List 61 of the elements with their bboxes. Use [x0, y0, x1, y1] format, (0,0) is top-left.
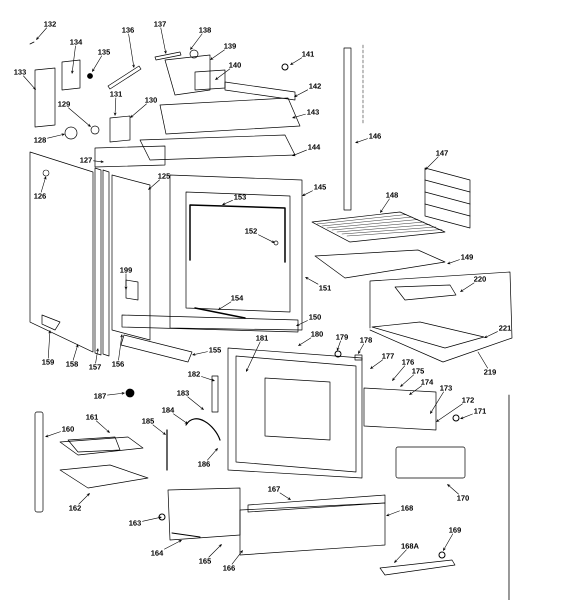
leader-line — [258, 234, 275, 243]
leader-line — [305, 277, 318, 284]
leader-line — [294, 90, 308, 97]
leader-line — [355, 138, 368, 144]
leader-line — [478, 352, 488, 368]
leader-line — [47, 133, 65, 139]
leader-line — [394, 550, 407, 563]
leader-line — [40, 176, 46, 192]
leader-line — [290, 58, 302, 65]
leader-line — [298, 338, 312, 346]
leader-line — [430, 392, 444, 414]
leader-line — [443, 534, 454, 551]
leader-line — [152, 424, 166, 435]
leader-line — [36, 28, 47, 40]
leader-line — [210, 50, 225, 60]
leader-line — [222, 200, 233, 205]
leader-line — [292, 150, 307, 156]
leader-line — [296, 320, 308, 326]
leader-line — [460, 414, 473, 420]
leader-line — [164, 540, 182, 550]
leader-line — [208, 544, 222, 558]
leader-line — [336, 340, 341, 351]
leader-line — [425, 156, 439, 170]
leader-line — [190, 34, 202, 50]
leader-line — [160, 28, 167, 54]
leader-line — [246, 342, 260, 372]
leader-line — [358, 344, 364, 354]
leader-line — [280, 492, 291, 500]
leader-line — [215, 68, 230, 80]
leader-line — [392, 366, 406, 381]
leader-line — [95, 348, 99, 364]
leader-line — [447, 484, 459, 494]
leader-line — [72, 344, 78, 360]
leader-line — [192, 351, 208, 356]
leader-line — [78, 493, 90, 504]
leader-line — [107, 392, 125, 396]
leader-line — [460, 282, 474, 292]
leader-line — [232, 550, 243, 564]
leader-line — [96, 420, 110, 433]
leader-line — [207, 448, 218, 460]
leader-line — [292, 114, 306, 119]
leader-line — [436, 404, 463, 422]
leader-line — [128, 34, 135, 68]
leader-line — [380, 198, 390, 213]
leader-line — [92, 56, 102, 72]
leader-line — [45, 431, 61, 438]
leader-line — [409, 385, 422, 395]
leader-line — [187, 396, 204, 410]
leader-line — [23, 76, 36, 90]
leader-line — [484, 331, 498, 338]
leader-line — [447, 259, 460, 264]
leader-line — [173, 414, 188, 424]
leader-line — [302, 190, 313, 196]
leader-line — [370, 359, 384, 369]
leader-line — [386, 510, 400, 516]
leader-line — [218, 302, 232, 310]
leader-line — [130, 104, 147, 118]
leader-line — [201, 376, 215, 382]
leader-line — [142, 516, 162, 522]
leader-line — [148, 180, 160, 190]
leader-line — [400, 374, 414, 387]
